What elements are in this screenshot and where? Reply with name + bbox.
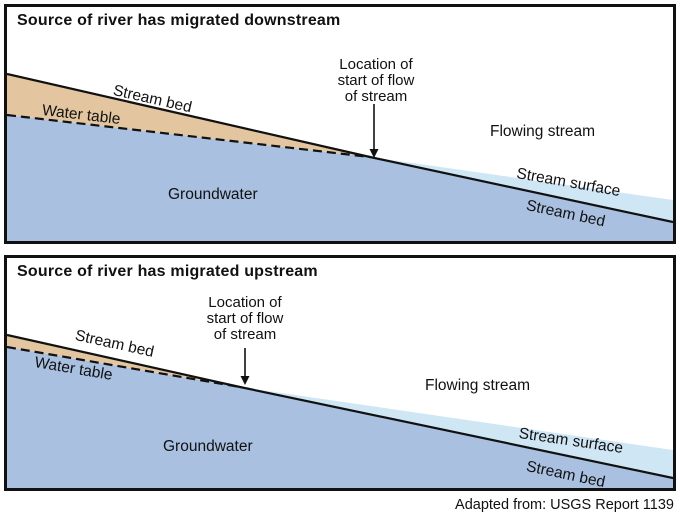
start-of-flow-arrowhead [369, 149, 379, 158]
flowing-stream-label: Flowing stream [490, 123, 596, 140]
groundwater-label: Groundwater [168, 186, 258, 203]
panel-downstream: Source of river has migrated downstream … [4, 4, 676, 244]
start-of-flow-label: Location of start of flow of stream [337, 56, 415, 105]
groundwater-area [7, 115, 673, 241]
groundwater-area [7, 347, 673, 488]
panel-upstream: Source of river has migrated upstream St… [4, 255, 676, 491]
panel-title: Source of river has migrated upstream [17, 263, 318, 280]
start-of-flow-label: Location of start of flow of stream [206, 294, 284, 343]
water-table-line [7, 113, 371, 159]
groundwater-label: Groundwater [163, 438, 253, 455]
upstream-cross-section [7, 333, 673, 488]
water-table-line [7, 345, 241, 389]
attribution-text: Adapted from: USGS Report 1139 [455, 497, 674, 513]
stream-bed-line [7, 333, 673, 480]
panel-title: Source of river has migrated downstream [17, 12, 341, 29]
start-of-flow-arrowhead [240, 376, 250, 385]
flowing-stream-label: Flowing stream [425, 377, 531, 394]
downstream-cross-section [7, 72, 673, 241]
